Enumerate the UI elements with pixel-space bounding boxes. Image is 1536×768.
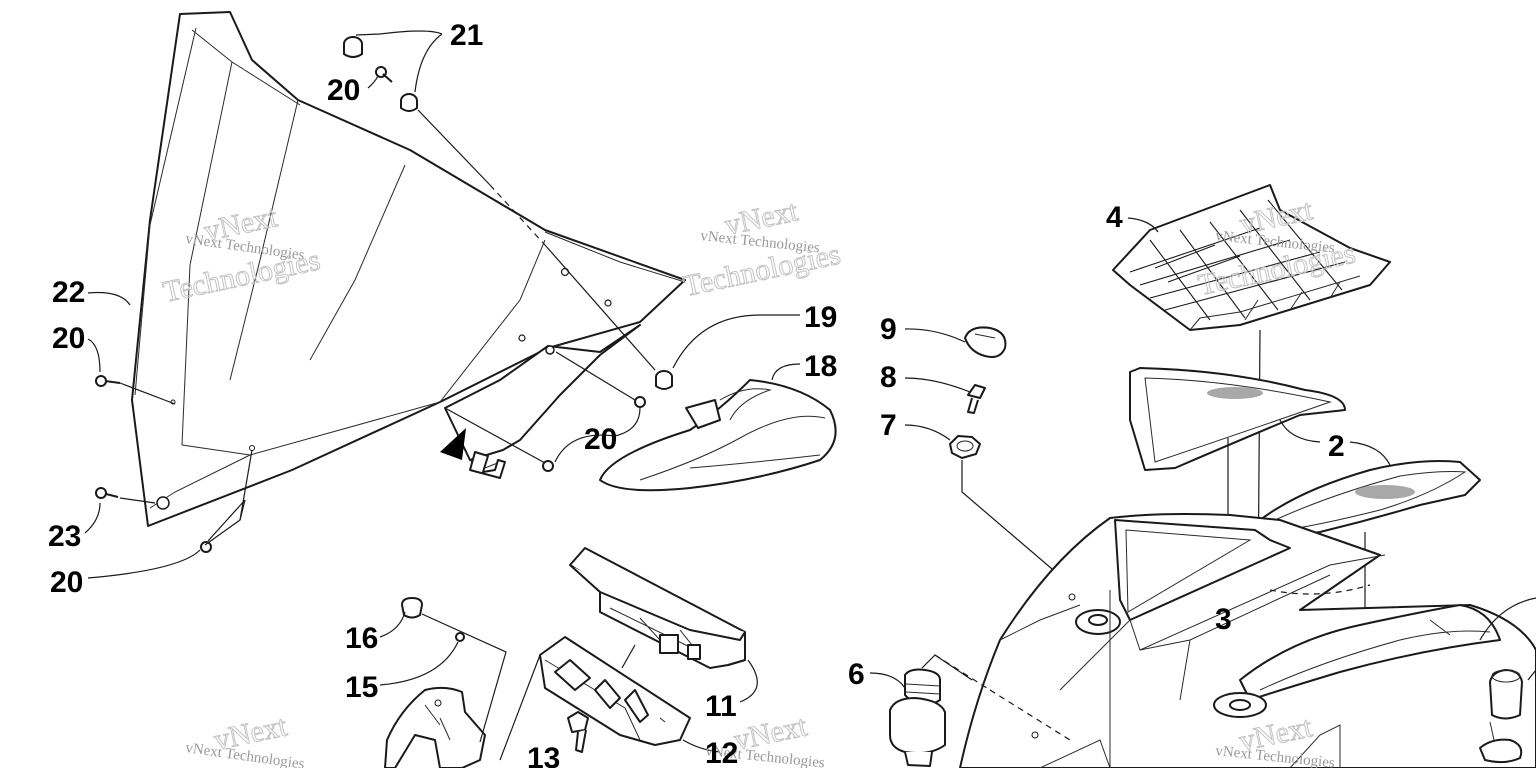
bracket-12 bbox=[539, 636, 691, 746]
callout-23: 23 bbox=[48, 520, 81, 553]
grommet-21-lower bbox=[400, 93, 418, 112]
mount-bracket bbox=[384, 686, 486, 768]
bolt-13 bbox=[567, 711, 589, 753]
hood-panel bbox=[959, 513, 1536, 768]
callout-6: 6 bbox=[848, 658, 865, 691]
callout-8: 8 bbox=[880, 361, 897, 394]
screw-20-right bbox=[542, 396, 646, 472]
windshield-part bbox=[131, 11, 686, 527]
callout-20-bottom: 20 bbox=[50, 566, 83, 599]
callout-11: 11 bbox=[705, 690, 737, 723]
cover-2-upper bbox=[1129, 367, 1346, 471]
nut-20-bottom bbox=[200, 541, 212, 553]
watermark-bottom-left: vNext vNext Technologies bbox=[184, 709, 305, 768]
callout-13: 13 bbox=[527, 742, 560, 768]
screw-20-top bbox=[375, 66, 393, 83]
washer-15 bbox=[455, 632, 465, 642]
watermark-upper-middle: vNext vNext Technologies Technologies bbox=[680, 194, 844, 304]
callout-2: 2 bbox=[1328, 430, 1345, 463]
cover-2-lower bbox=[1259, 460, 1481, 539]
storage-net-4 bbox=[1112, 184, 1391, 331]
callout-19: 19 bbox=[804, 301, 837, 334]
callout-20-middle: 20 bbox=[584, 423, 617, 456]
callout-9: 9 bbox=[880, 313, 897, 346]
callout-15: 15 bbox=[345, 671, 378, 704]
screw-20-left bbox=[95, 375, 121, 387]
key-8 bbox=[967, 384, 986, 414]
headlight-housing bbox=[599, 379, 837, 492]
callout-3: 3 bbox=[1215, 603, 1232, 636]
grommet-19 bbox=[655, 370, 673, 390]
windshield-bracket bbox=[444, 324, 641, 479]
callout-16: 16 bbox=[345, 622, 378, 655]
switch-6 bbox=[889, 668, 946, 767]
callout-12: 12 bbox=[705, 737, 738, 768]
nut-7 bbox=[949, 435, 981, 459]
key-cap-9 bbox=[964, 326, 1007, 358]
callout-18: 18 bbox=[804, 350, 837, 383]
callout-4: 4 bbox=[1106, 201, 1123, 234]
callout-22: 22 bbox=[52, 276, 85, 309]
screw-23 bbox=[95, 487, 119, 499]
callout-7: 7 bbox=[880, 409, 897, 442]
nut-16 bbox=[401, 597, 423, 619]
callout-20-left: 20 bbox=[52, 322, 85, 355]
grommet-21-upper bbox=[343, 36, 363, 58]
outlet-component bbox=[1479, 669, 1523, 764]
callout-20-top: 20 bbox=[327, 74, 360, 107]
gauge-11 bbox=[569, 547, 746, 669]
direction-arrow bbox=[440, 428, 466, 460]
callout-21: 21 bbox=[450, 19, 483, 52]
